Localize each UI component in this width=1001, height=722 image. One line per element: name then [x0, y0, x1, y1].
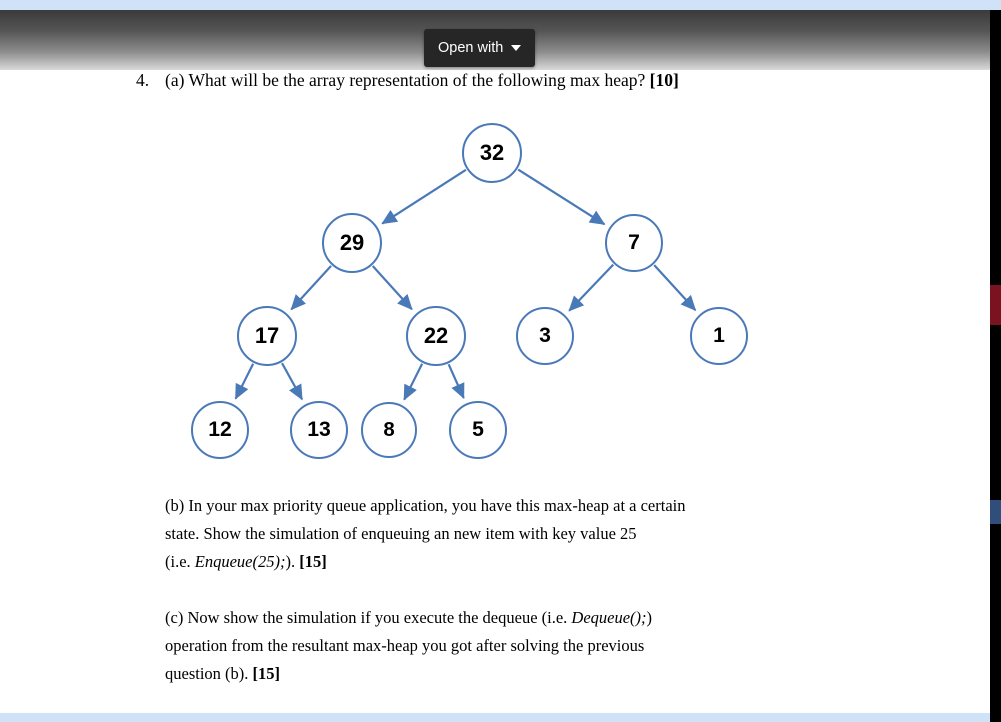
- part-c-line2: operation from the resultant max-heap yo…: [165, 636, 645, 655]
- part-b-line1: (b) In your max priority queue applicati…: [165, 496, 686, 515]
- chevron-down-icon: [511, 45, 522, 51]
- part-c-code: Dequeue();: [571, 608, 647, 627]
- heap-edge: [234, 363, 255, 400]
- bottom-border-strip: [0, 713, 990, 722]
- open-with-button[interactable]: Open with: [424, 29, 536, 67]
- heap-edge: [403, 363, 424, 401]
- top-border-strip: [0, 0, 1001, 10]
- part-c-line1-prefix: (c) Now show the simulation if you execu…: [165, 608, 572, 627]
- heap-edge: [447, 363, 465, 400]
- right-edge-accent: [990, 285, 1001, 325]
- right-edge-bar: [990, 10, 1001, 722]
- heap-node: 5: [449, 401, 507, 459]
- open-with-label: Open with: [438, 40, 504, 56]
- heap-edge: [290, 265, 332, 311]
- heap-edge: [371, 265, 413, 311]
- heap-node: 3: [516, 307, 574, 365]
- part-a-marks: [10]: [649, 70, 679, 90]
- heap-edge: [281, 362, 304, 401]
- part-c-line3-prefix: question (b).: [165, 664, 253, 683]
- part-b-line2: state. Show the simulation of enqueuing …: [165, 524, 637, 543]
- question-number: 4.: [136, 70, 150, 90]
- heap-node: 32: [462, 123, 522, 183]
- heap-edge: [653, 264, 697, 311]
- heap-node: 12: [191, 401, 249, 459]
- part-b-line3-prefix: (i.e.: [165, 552, 195, 571]
- heap-node: 17: [237, 306, 297, 366]
- heap-node: 13: [290, 401, 348, 459]
- heap-node: 29: [322, 213, 382, 273]
- heap-edge: [568, 263, 615, 312]
- heap-edge: [381, 168, 467, 225]
- part-c-line1-suffix: ): [646, 608, 653, 627]
- question-part-a: (a) What will be the array representatio…: [165, 70, 679, 91]
- part-b-line3-mid: ).: [285, 552, 300, 571]
- heap-edge: [517, 168, 606, 226]
- part-b-marks: [15]: [299, 552, 327, 571]
- heap-node: 22: [406, 306, 466, 366]
- part-b-code: Enqueue(25);: [194, 552, 286, 571]
- question-part-c: (c) Now show the simulation if you execu…: [165, 604, 877, 688]
- heap-node: 8: [361, 402, 417, 458]
- right-edge-accent-secondary: [990, 500, 1001, 524]
- part-c-marks: [15]: [252, 664, 281, 683]
- question-part-b: (b) In your max priority queue applicati…: [165, 492, 877, 576]
- heap-node: 1: [690, 307, 748, 365]
- heap-node: 7: [605, 214, 663, 272]
- part-a-text: (a) What will be the array representatio…: [165, 70, 650, 90]
